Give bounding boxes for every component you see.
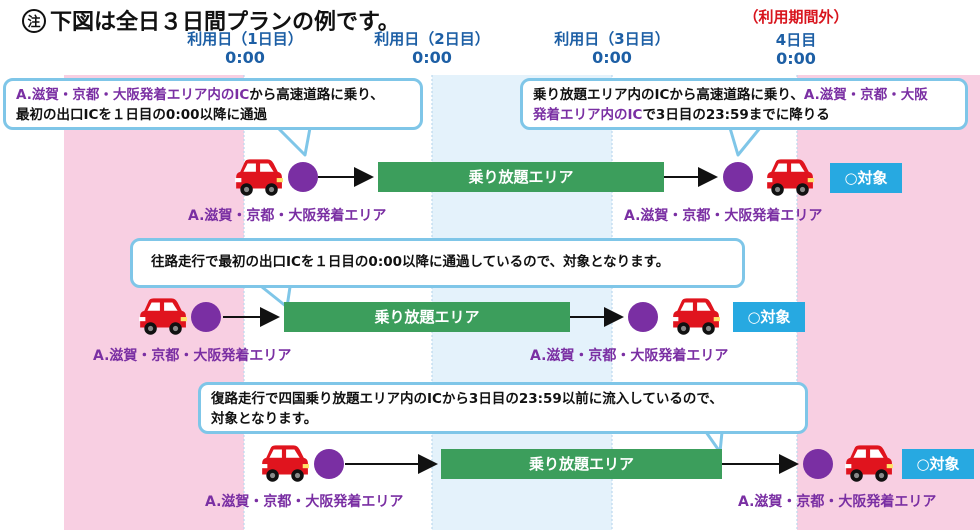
interchange-dot xyxy=(314,449,344,479)
column-day4-label: 4日目 xyxy=(775,31,817,49)
callout-4-line2: 対象となります。 xyxy=(211,411,318,427)
free-zone-bar: 乗り放題エリア xyxy=(441,449,722,479)
callout-bubble-4: 復路走行で四国乗り放題エリア内のICから3日目の23:59以前に流入しているので… xyxy=(198,382,808,434)
area-label: A.滋賀・京都・大阪発着エリア xyxy=(624,208,823,224)
column-day1-label: 利用日（1日目） xyxy=(187,30,303,48)
title-text: 下図は全日３日間プランの例です。 xyxy=(50,10,400,35)
callout-3-text: 往路走行で最初の出口ICを１日目の0:00以降に通過しているので、対象となります… xyxy=(151,254,670,270)
column-day2-label: 利用日（2日目） xyxy=(374,30,490,48)
callout-2-text: 乗り放題エリア内のICから高速道路に乗り、 xyxy=(533,87,804,103)
column-day1-time: 0:00 xyxy=(225,48,265,67)
callout-4-text: 復路走行で四国乗り放題エリア内のICから3日目の23:59以前に流入しているので… xyxy=(211,391,723,407)
column-day1: 利用日（1日目） 0:00 xyxy=(160,30,330,68)
interchange-dot xyxy=(288,162,318,192)
area-label: A.滋賀・京都・大阪発着エリア xyxy=(530,348,729,364)
callout-bubble-2: 乗り放題エリア内のICから高速道路に乗り、A.滋賀・京都・大阪 発着エリア内のI… xyxy=(520,78,968,130)
note-mark-icon: 注 xyxy=(22,9,46,33)
target-badge: ○対象 xyxy=(902,449,974,479)
column-day4: （利用期間外） 4日目 0:00 xyxy=(711,8,881,69)
column-day2: 利用日（2日目） 0:00 xyxy=(347,30,517,68)
callout-bubble-1: A.滋賀・京都・大阪発着エリア内のICから高速道路に乗り、 最初の出口ICを１日… xyxy=(3,78,423,130)
callout-2-line2: で3日目の23:59までに降りる xyxy=(642,107,830,123)
page-title: 注下図は全日３日間プランの例です。 xyxy=(22,4,400,36)
callout-1-highlight: A.滋賀・京都・大阪発着エリア内のIC xyxy=(16,87,250,103)
interchange-dot xyxy=(803,449,833,479)
free-zone-bar: 乗り放題エリア xyxy=(378,162,664,192)
area-label: A.滋賀・京都・大阪発着エリア xyxy=(188,208,387,224)
car-icon xyxy=(232,157,284,197)
callout-2-highlight-1: A.滋賀・京都・大阪 xyxy=(803,87,928,103)
column-day4-note: （利用期間外） xyxy=(743,8,849,26)
car-icon xyxy=(842,443,894,483)
interchange-dot xyxy=(191,302,221,332)
area-label: A.滋賀・京都・大阪発着エリア xyxy=(738,494,937,510)
callout-1-text: から高速道路に乗り、 xyxy=(249,87,384,103)
car-icon xyxy=(136,296,188,336)
car-icon xyxy=(763,157,815,197)
callout-1-line2: 最初の出口ICを１日目の0:00以降に通過 xyxy=(16,107,268,123)
column-day3-label: 利用日（3日目） xyxy=(554,30,670,48)
interchange-dot xyxy=(628,302,658,332)
column-day4-time: 0:00 xyxy=(776,49,816,68)
column-day3: 利用日（3日目） 0:00 xyxy=(527,30,697,68)
interchange-dot xyxy=(723,162,753,192)
column-day3-time: 0:00 xyxy=(592,48,632,67)
column-day2-time: 0:00 xyxy=(412,48,452,67)
car-icon xyxy=(258,443,310,483)
target-badge: ○対象 xyxy=(733,302,805,332)
area-label: A.滋賀・京都・大阪発着エリア xyxy=(205,494,404,510)
area-label: A.滋賀・京都・大阪発着エリア xyxy=(93,348,292,364)
callout-bubble-3: 往路走行で最初の出口ICを１日目の0:00以降に通過しているので、対象となります… xyxy=(130,238,745,288)
callout-2-highlight-2: 発着エリア内のIC xyxy=(533,107,643,123)
target-badge: ○対象 xyxy=(830,163,902,193)
free-zone-bar: 乗り放題エリア xyxy=(284,302,570,332)
car-icon xyxy=(669,296,721,336)
